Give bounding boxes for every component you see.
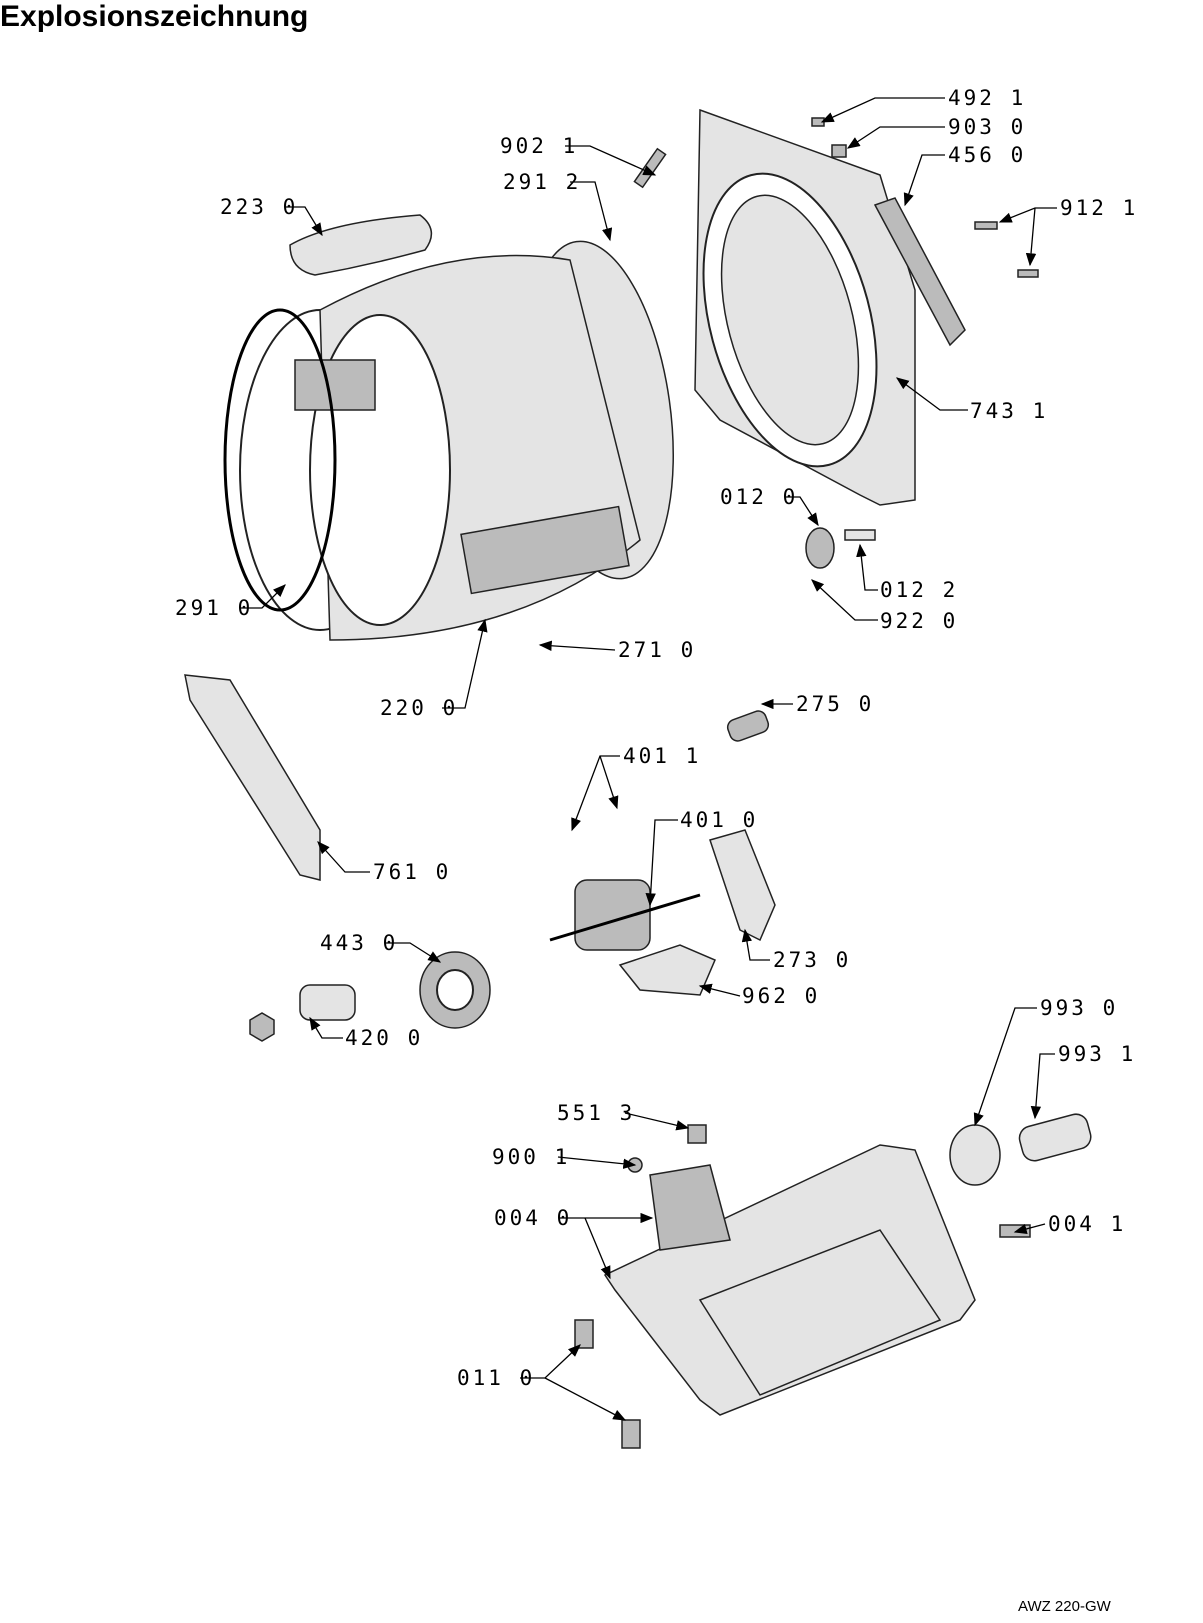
callout-label: 011 0 [457, 1366, 535, 1390]
callout-label: 004 0 [494, 1206, 572, 1230]
drum [239, 240, 674, 641]
callout-label: 401 0 [680, 808, 758, 832]
callout-label: 273 0 [773, 948, 851, 972]
callout-label: 291 2 [503, 170, 581, 194]
callout-label: 903 0 [948, 115, 1026, 139]
callout-label: 291 0 [175, 596, 253, 620]
shaft-nut [249, 984, 356, 1042]
motor-cover [618, 944, 716, 996]
callout-label: 012 2 [880, 578, 958, 602]
lint-filter [184, 674, 321, 881]
callout-label: 223 0 [220, 195, 298, 219]
callout-label: 761 0 [373, 860, 451, 884]
callout-label: 443 0 [320, 931, 398, 955]
callout-label: 900 1 [492, 1145, 570, 1169]
motor-bracket [709, 829, 776, 942]
heater-element [873, 197, 966, 347]
model-code: AWZ 220-GW [1018, 1598, 1111, 1615]
feet [574, 1319, 641, 1449]
callout-label: 912 1 [1060, 196, 1138, 220]
callout-label: 551 3 [557, 1101, 635, 1125]
condenser-caps [949, 1113, 1092, 1186]
handle [289, 214, 433, 276]
spring [726, 710, 770, 742]
callout-label: 492 1 [948, 86, 1026, 110]
front-ring [223, 308, 337, 612]
callout-labels: 492 1 903 0 456 0 912 1 902 1 291 2 223 … [175, 86, 1138, 1390]
callout-label: 743 1 [970, 399, 1048, 423]
callout-label: 220 0 [380, 696, 458, 720]
base-frame [603, 1144, 976, 1416]
callout-label: 456 0 [948, 143, 1026, 167]
callout-label: 993 0 [1040, 996, 1118, 1020]
callout-label: 004 1 [1048, 1212, 1126, 1236]
callout-label: 271 0 [618, 638, 696, 662]
leader-lines [240, 97, 1057, 1421]
callout-label: 275 0 [796, 692, 874, 716]
callout-label: 922 0 [880, 609, 958, 633]
callout-label: 902 1 [500, 134, 578, 158]
page-title: Explosionszeichnung [0, 0, 309, 33]
roller [805, 527, 876, 569]
callout-label: 993 1 [1058, 1042, 1136, 1066]
callout-label: 401 1 [623, 744, 701, 768]
rear-panel [694, 108, 916, 506]
callout-label: 420 0 [345, 1026, 423, 1050]
motor [549, 879, 701, 951]
callout-label: 962 0 [742, 984, 820, 1008]
callout-label: 012 0 [720, 485, 798, 509]
fan-wheel [419, 951, 491, 1029]
